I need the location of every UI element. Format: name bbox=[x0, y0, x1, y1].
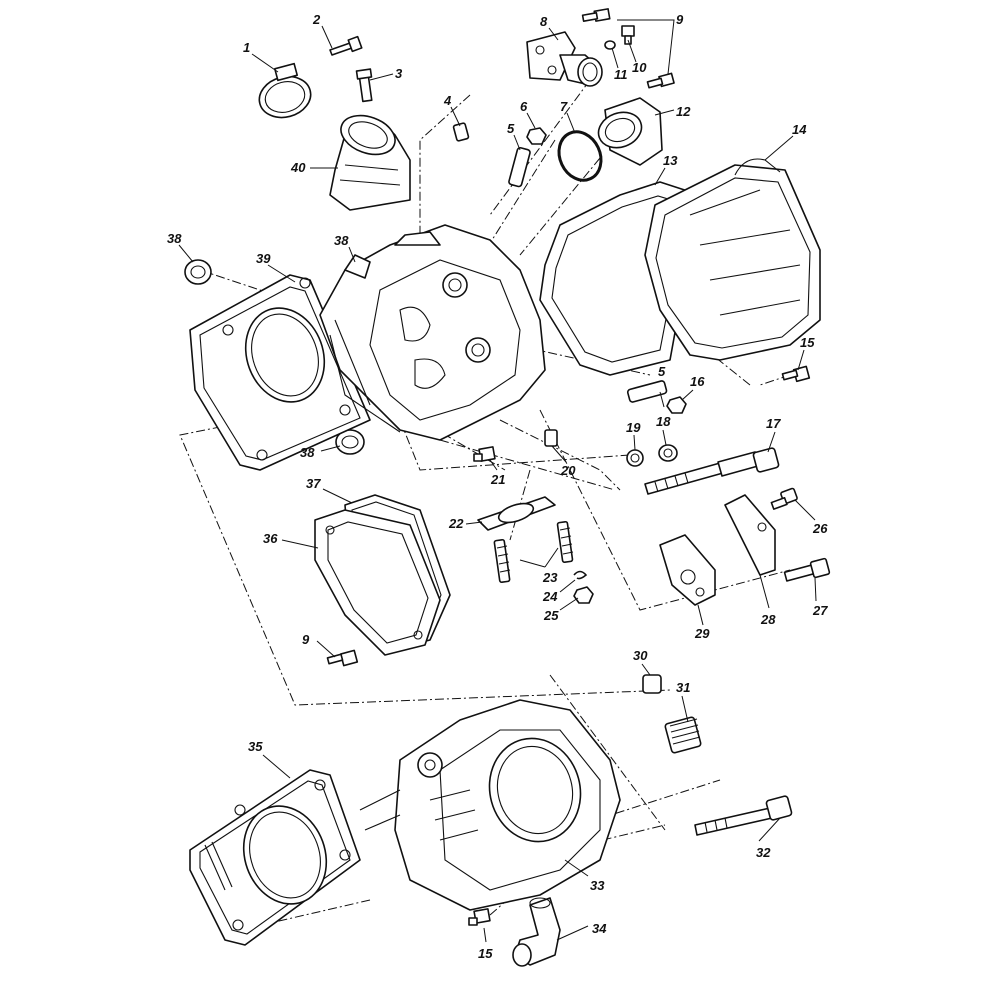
part-bolt-15-upper bbox=[781, 365, 811, 383]
part-valve-guide-5-lower bbox=[626, 380, 668, 403]
callout-25: 25 bbox=[543, 608, 559, 623]
callout-labels: 1 2 3 4 5 5 6 7 8 9 9 10 11 12 13 14 15 … bbox=[167, 12, 828, 961]
part-stud-23-left bbox=[493, 538, 511, 584]
part-intake-boot bbox=[329, 114, 411, 211]
part-bracket-29 bbox=[659, 534, 716, 606]
callout-3: 3 bbox=[395, 66, 403, 81]
callout-2: 2 bbox=[312, 12, 321, 27]
leader-lines bbox=[178, 19, 817, 943]
part-water-elbow-8 bbox=[526, 31, 603, 87]
part-bolt-2 bbox=[329, 35, 363, 56]
part-bolt-17 bbox=[644, 447, 780, 495]
callout-22: 22 bbox=[448, 516, 464, 531]
part-lock-washer-24 bbox=[573, 570, 588, 580]
part-seal-38-bottom bbox=[335, 429, 365, 455]
callout-34: 34 bbox=[592, 921, 607, 936]
callout-19: 19 bbox=[626, 420, 641, 435]
callout-36: 36 bbox=[263, 531, 278, 546]
callout-21: 21 bbox=[490, 472, 505, 487]
part-o-ring-7 bbox=[557, 130, 603, 182]
callout-10: 10 bbox=[632, 60, 647, 75]
part-nut-16 bbox=[666, 396, 687, 414]
part-clamp bbox=[258, 62, 312, 119]
part-nut-6 bbox=[526, 127, 547, 145]
callout-4: 4 bbox=[443, 93, 452, 108]
callout-33: 33 bbox=[590, 878, 605, 893]
callout-13: 13 bbox=[663, 153, 678, 168]
callout-31: 31 bbox=[676, 680, 690, 695]
callout-17: 17 bbox=[766, 416, 781, 431]
callout-18: 18 bbox=[656, 414, 671, 429]
part-bolt-9-side bbox=[646, 72, 675, 89]
part-cylinder-33 bbox=[359, 699, 621, 911]
part-seal-38-left bbox=[184, 259, 212, 285]
part-dowel-30 bbox=[642, 674, 662, 694]
part-valve-cover-14 bbox=[644, 158, 821, 361]
callout-24: 24 bbox=[542, 589, 558, 604]
callout-15-lower: 15 bbox=[478, 946, 493, 961]
callout-9-upper: 9 bbox=[676, 12, 684, 27]
part-thermostat-cover-12 bbox=[597, 97, 663, 166]
part-stud-3 bbox=[355, 68, 373, 103]
callout-6: 6 bbox=[520, 99, 528, 114]
part-bolt-32 bbox=[694, 795, 793, 836]
part-valve-guide-5-upper bbox=[508, 146, 531, 188]
callout-38-head: 38 bbox=[334, 233, 349, 248]
callout-7: 7 bbox=[560, 99, 568, 114]
part-bolt-26 bbox=[770, 487, 798, 510]
callout-12: 12 bbox=[676, 104, 691, 119]
part-side-cover-36 bbox=[314, 509, 441, 656]
part-bolt-9-upper bbox=[581, 8, 611, 22]
callout-9-lower: 9 bbox=[302, 632, 310, 647]
callout-35: 35 bbox=[248, 739, 263, 754]
part-cylinder-head bbox=[319, 224, 546, 441]
callout-16: 16 bbox=[690, 374, 705, 389]
part-bolt-15-lower bbox=[468, 908, 491, 926]
part-bolt-27 bbox=[783, 557, 831, 582]
part-exhaust-gasket-22 bbox=[477, 496, 556, 531]
part-water-elbow-34 bbox=[512, 897, 561, 967]
callout-32: 32 bbox=[756, 845, 771, 860]
callout-5-lower: 5 bbox=[658, 364, 666, 379]
callout-15-upper: 15 bbox=[800, 335, 815, 350]
part-bolt-21 bbox=[473, 446, 496, 462]
callout-1: 1 bbox=[243, 40, 250, 55]
callout-5-upper: 5 bbox=[507, 121, 515, 136]
callout-8: 8 bbox=[540, 14, 548, 29]
callout-38-bottom: 38 bbox=[300, 445, 315, 460]
part-dowel-20 bbox=[544, 429, 558, 447]
part-base-gasket-35 bbox=[189, 769, 361, 946]
callout-37: 37 bbox=[306, 476, 321, 491]
part-nut-25 bbox=[573, 586, 594, 604]
part-washer-18 bbox=[658, 444, 678, 462]
callout-40: 40 bbox=[290, 160, 306, 175]
callout-27: 27 bbox=[812, 603, 828, 618]
part-stud-23-right bbox=[556, 520, 574, 564]
part-washer-19 bbox=[626, 449, 644, 467]
callout-29: 29 bbox=[694, 626, 710, 641]
callout-39: 39 bbox=[256, 251, 271, 266]
callout-30: 30 bbox=[633, 648, 648, 663]
callout-11: 11 bbox=[614, 67, 628, 82]
part-fitting-31 bbox=[664, 716, 702, 754]
part-dowel-4 bbox=[452, 122, 470, 142]
part-bolt-9-lower bbox=[326, 649, 359, 667]
callout-20: 20 bbox=[560, 463, 576, 478]
part-washer-11 bbox=[604, 40, 616, 50]
callout-26: 26 bbox=[812, 521, 828, 536]
callout-38-left: 38 bbox=[167, 231, 182, 246]
callout-14: 14 bbox=[792, 122, 807, 137]
callout-28: 28 bbox=[760, 612, 776, 627]
callout-23: 23 bbox=[542, 570, 558, 585]
part-bracket-28 bbox=[724, 494, 776, 576]
